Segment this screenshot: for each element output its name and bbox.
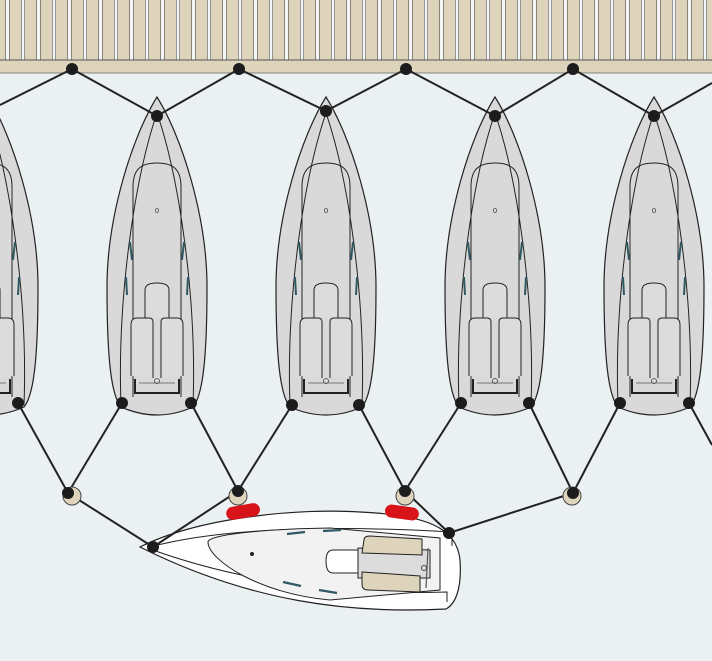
dock-gap <box>378 0 381 60</box>
dock-gap <box>440 0 443 60</box>
dock-gap <box>703 0 707 60</box>
dock-gap <box>161 0 164 60</box>
dock-gap <box>207 0 211 60</box>
dock-gap <box>486 0 490 60</box>
dock-gap <box>610 0 614 60</box>
dock-gap <box>99 0 102 60</box>
dock-gap <box>83 0 87 60</box>
dock-gap <box>114 0 118 60</box>
dock-gap <box>37 0 40 60</box>
dock-gap <box>424 0 428 60</box>
dock-gap <box>595 0 598 60</box>
dock-gap <box>316 0 319 60</box>
dock-gap <box>579 0 583 60</box>
dock-gap <box>362 0 366 60</box>
cleats <box>12 63 695 553</box>
dock-gap <box>502 0 505 60</box>
dock-gap <box>176 0 180 60</box>
fenders <box>226 503 419 521</box>
dock-gap <box>393 0 397 60</box>
dock-gap <box>130 0 133 60</box>
dock-gap <box>688 0 691 60</box>
fender <box>226 503 260 520</box>
dock-gap <box>6 0 9 60</box>
dock-gap <box>145 0 149 60</box>
dock-gap <box>409 0 412 60</box>
incoming-boat <box>138 510 461 611</box>
dock-gap <box>626 0 629 60</box>
dock-gap <box>548 0 552 60</box>
dock-gap <box>672 0 676 60</box>
dock-gap <box>300 0 304 60</box>
dock-gap <box>254 0 257 60</box>
dock-gap <box>564 0 567 60</box>
dock-gap <box>347 0 350 60</box>
dock-gap <box>223 0 226 60</box>
dock-gap <box>21 0 25 60</box>
dock-gap <box>238 0 242 60</box>
dock-gap <box>517 0 521 60</box>
dock-gap <box>471 0 474 60</box>
dock-gap <box>533 0 536 60</box>
dock-gap <box>68 0 71 60</box>
fender <box>385 504 419 521</box>
dock-gap <box>269 0 273 60</box>
dock-gap <box>455 0 459 60</box>
dock-gap <box>285 0 288 60</box>
dock-gap <box>192 0 195 60</box>
dock-gap <box>657 0 660 60</box>
dock-gap <box>331 0 335 60</box>
dock-gap <box>641 0 645 60</box>
dock <box>0 0 712 74</box>
dock-gap <box>52 0 56 60</box>
